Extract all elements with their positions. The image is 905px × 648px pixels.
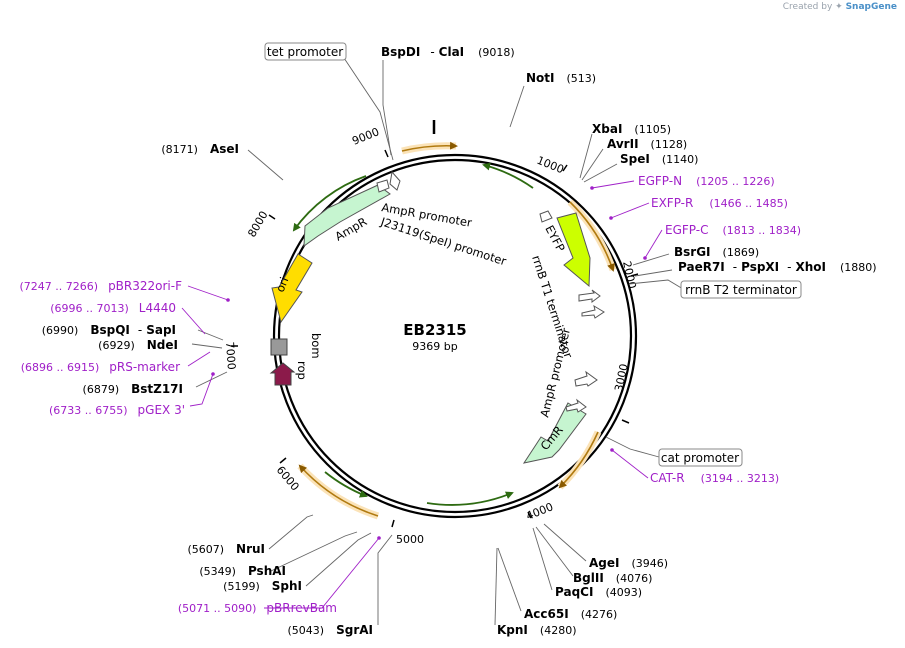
tick-label-9000: 9000 bbox=[350, 125, 381, 148]
primer-cat-r: CAT-R(3194 .. 3213) bbox=[650, 471, 779, 485]
primer-exfp-r: EXFP-R(1466 .. 1485) bbox=[651, 196, 788, 210]
primer-l4440: (6996 .. 7013)L4440 bbox=[50, 301, 176, 315]
site-leaders bbox=[191, 60, 673, 626]
site-paer7i: PaeR7I-PspXI-XhoI(1880) bbox=[678, 260, 877, 274]
site-bglii: BglII(4076) bbox=[573, 571, 652, 585]
primer-dots bbox=[211, 186, 647, 540]
primer-pbrrevbam: (5071 .. 5090)pBRrevBam bbox=[178, 601, 337, 615]
site-ndei: (6929)NdeI bbox=[98, 338, 178, 352]
tick-label-4000: 4000 bbox=[524, 500, 555, 523]
site-agei: AgeI(3946) bbox=[589, 556, 668, 570]
site-sphi: (5199)SphI bbox=[223, 579, 302, 593]
tick-label-2000: 2000 bbox=[620, 260, 639, 290]
site-pshai: (5349)PshAI bbox=[199, 564, 286, 578]
attribution: Created by ✦ SnapGene bbox=[783, 2, 897, 12]
tick-label-8000: 8000 bbox=[245, 209, 270, 240]
site-avrii: AvrII(1128) bbox=[607, 137, 687, 151]
svg-text:rrnB T2 terminator: rrnB T2 terminator bbox=[685, 283, 797, 297]
tick-label-1000: 1000 bbox=[535, 154, 566, 177]
plasmid-name: EB2315 bbox=[403, 321, 466, 339]
scale-ticks bbox=[231, 149, 639, 528]
site-kpni: KpnI(4280) bbox=[497, 623, 576, 637]
snapgene-logo-icon: ✦ bbox=[835, 2, 843, 12]
primer-egfp-n: EGFP-N(1205 .. 1226) bbox=[638, 174, 775, 188]
attribution-brand: SnapGene bbox=[845, 2, 897, 12]
attribution-prefix: Created by bbox=[782, 2, 833, 12]
boxed-tet-promoter: tet promoter bbox=[264, 42, 347, 61]
ampr-arrow bbox=[303, 184, 391, 248]
svg-text:tet promoter: tet promoter bbox=[267, 45, 343, 59]
feature-ori: ori bbox=[273, 275, 292, 294]
site-bspqi: (6990)BspQI-SapI bbox=[42, 323, 176, 337]
boxed-rrnb-t2-terminator: rrnB T2 terminator bbox=[680, 280, 802, 299]
site-acc65i: Acc65I(4276) bbox=[524, 607, 617, 621]
green-arcs bbox=[292, 162, 534, 506]
primer-egfp-c: EGFP-C(1813 .. 1834) bbox=[665, 223, 801, 237]
site-xbai: XbaI(1105) bbox=[592, 122, 671, 136]
rop-arrow bbox=[269, 362, 296, 386]
ori-arrow bbox=[271, 253, 313, 324]
site-bstz17i: (6879)BstZ17I bbox=[83, 382, 183, 396]
cmr-arrow bbox=[522, 402, 587, 464]
orf-arcs bbox=[297, 141, 617, 520]
site-bspdi: BspDI-ClaI(9018) bbox=[381, 45, 515, 59]
site-paqci: PaqCI(4093) bbox=[555, 585, 642, 599]
eyfp-arrow bbox=[556, 212, 591, 288]
tick-label-7000: 7000 bbox=[223, 341, 238, 370]
site-spei: SpeI(1140) bbox=[620, 152, 698, 166]
site-bsrgi: BsrGI(1869) bbox=[674, 245, 759, 259]
boxed-leaders bbox=[343, 57, 684, 458]
primer-prs-marker: (6896 .. 6915)pRS-marker bbox=[21, 360, 180, 374]
svg-text:cat promoter: cat promoter bbox=[661, 451, 739, 465]
plasmid-length: 9369 bp bbox=[412, 340, 457, 353]
site-asei: (8171)AseI bbox=[161, 142, 239, 156]
backbone-outer bbox=[272, 153, 638, 519]
feature-bom: bom bbox=[309, 333, 323, 359]
site-noti: NotI(513) bbox=[526, 71, 596, 85]
promoter-glyphs bbox=[376, 170, 605, 413]
primer-leaders bbox=[181, 180, 663, 609]
feature-rop: rop bbox=[295, 361, 309, 380]
site-nrui: (5607)NruI bbox=[187, 542, 265, 556]
primer-pbr322ori-f: (7247 .. 7266)pBR322ori-F bbox=[20, 279, 183, 293]
bom-box bbox=[270, 338, 288, 356]
primer-pgex3: (6733 .. 6755)pGEX 3' bbox=[49, 403, 185, 417]
boxed-cat-promoter: cat promoter bbox=[658, 448, 743, 467]
backbone-inner bbox=[277, 158, 633, 514]
tick-label-5000: 5000 bbox=[396, 533, 424, 546]
tick-label-3000: 3000 bbox=[612, 363, 631, 393]
site-sgrai: (5043)SgrAI bbox=[288, 623, 373, 637]
tick-label-6000: 6000 bbox=[274, 464, 302, 494]
